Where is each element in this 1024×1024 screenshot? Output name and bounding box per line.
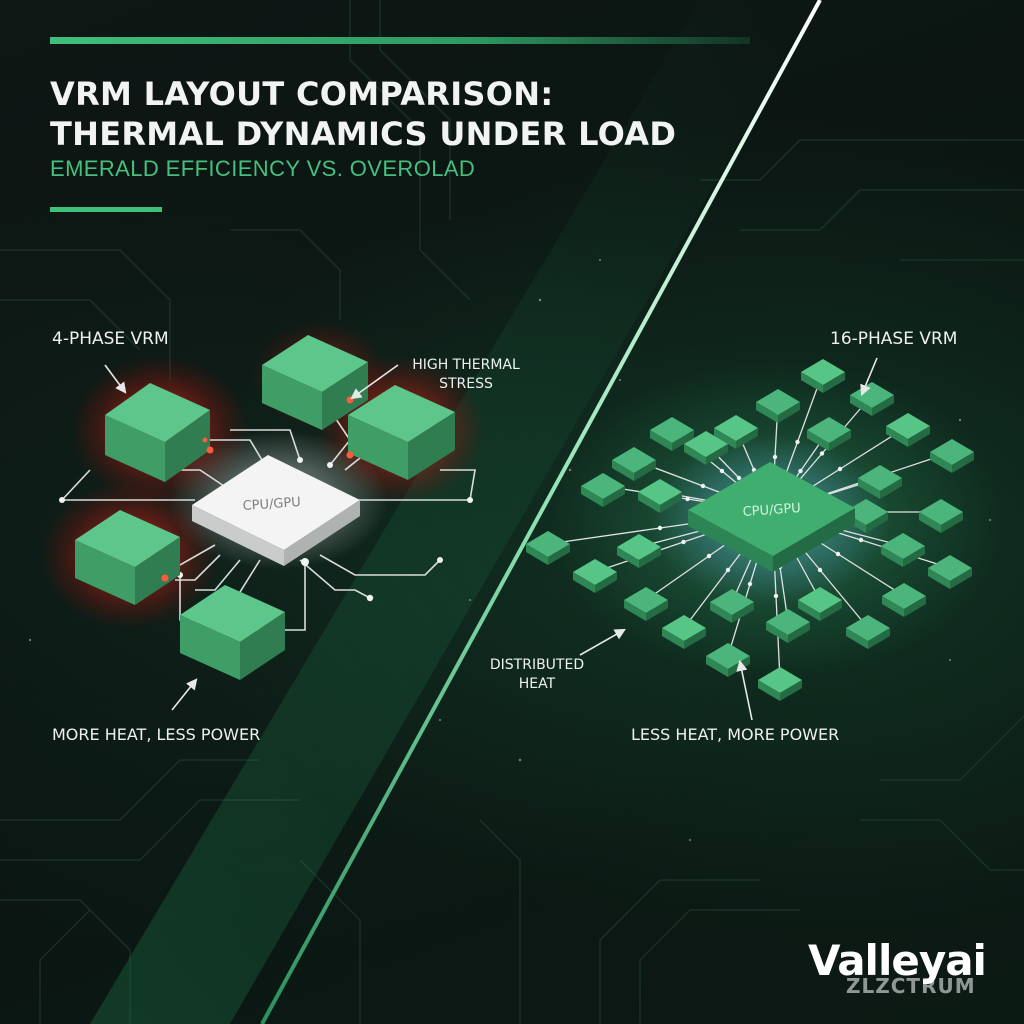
page-title: VRM LAYOUT COMPARISON: THERMAL DYNAMICS …	[50, 74, 730, 154]
vrm-module-right	[886, 413, 930, 447]
trace-node	[681, 539, 686, 545]
brand-subtext: ZLZCTRUM	[846, 974, 976, 998]
trace-node	[700, 483, 706, 489]
arrow-less-heat	[736, 659, 753, 721]
four-phase-vrm-diagram: CPU/GPU	[40, 320, 485, 711]
vrm-module-right	[846, 615, 890, 649]
vrm-module-right	[798, 587, 842, 621]
callout-high-thermal-line-2: STRESS	[439, 376, 493, 392]
callout-distributed-line-1: DISTRIBUTED	[489, 657, 585, 673]
trace-node	[719, 468, 725, 474]
vrm-module-left-5	[180, 585, 285, 680]
trace-node	[706, 553, 712, 559]
trace-node	[858, 537, 864, 543]
vrm-module-right	[617, 534, 661, 568]
vrm-module-right	[624, 587, 668, 621]
arrow-distributed-heat	[579, 628, 626, 656]
vrm-module-left-4	[75, 510, 180, 605]
vrm-module-right	[881, 533, 925, 567]
trace-node	[835, 551, 841, 557]
vrm-module-right	[662, 615, 706, 649]
vrm-module-right	[758, 667, 802, 701]
left-hotspots	[161, 396, 354, 582]
trace-node	[747, 581, 753, 587]
trace-node	[819, 451, 825, 456]
trace-node	[795, 439, 800, 445]
trace-node	[798, 468, 803, 474]
label-16-phase-vrm: 16-PHASE VRM	[830, 329, 958, 349]
vrm-module-right	[919, 499, 963, 533]
vrm-module-right	[710, 589, 754, 623]
vrm-module-right	[650, 417, 694, 451]
vrm-module-left-3	[348, 385, 455, 480]
right-vrm-modules	[526, 359, 974, 701]
vrm-module-right	[638, 479, 682, 513]
diagonal-glow-band	[90, 0, 820, 1024]
vrm-module-right	[612, 447, 656, 481]
vrm-module-right	[882, 583, 926, 617]
callout-distributed-line-2: HEAT	[518, 676, 556, 692]
chip-label-left: CPU/GPU	[242, 495, 301, 514]
trace-node	[773, 593, 779, 599]
trace-node	[657, 525, 663, 531]
callout-high-thermal-line-1: HIGH THERMAL	[412, 357, 520, 373]
brand-logo: Valleyai	[808, 936, 987, 985]
header-accent-bar	[50, 37, 750, 44]
arrow-16-phase-label	[860, 357, 878, 397]
trace-node	[685, 496, 690, 502]
trace-node	[725, 567, 731, 573]
cpu-gpu-chip-left	[192, 455, 360, 566]
footer-left: MORE HEAT, LESS POWER	[52, 725, 261, 744]
page-subtitle: EMERALD EFFICIENCY VS. OVEROLAD	[50, 156, 476, 181]
callout-distributed-heat: DISTRIBUTED HEAT	[485, 656, 589, 694]
arrow-more-heat	[171, 678, 198, 711]
vrm-module-left-1	[105, 383, 210, 482]
arrow-high-thermal-stress	[350, 364, 399, 400]
vrm-module-left-2	[262, 335, 368, 430]
trace-node	[817, 567, 823, 573]
trace-node	[837, 466, 843, 472]
vrm-module-right	[807, 417, 851, 451]
label-4-phase-vrm: 4-PHASE VRM	[52, 329, 169, 349]
vrm-module-right	[756, 389, 800, 423]
title-line-1: VRM LAYOUT COMPARISON:	[50, 75, 554, 113]
subtitle-accent-bar	[50, 207, 162, 212]
chip-label-right: CPU/GPU	[742, 501, 801, 520]
vrm-module-right	[684, 431, 728, 465]
arrow-4-phase-label	[104, 364, 127, 394]
vrm-module-right	[930, 439, 974, 473]
sixteen-phase-vrm-diagram: CPU/GPU	[526, 357, 1005, 721]
vrm-module-right	[714, 415, 758, 449]
trace-node	[736, 475, 742, 481]
footer-right: LESS HEAT, MORE POWER	[631, 725, 840, 744]
panel-divider	[260, 0, 822, 1024]
title-line-2: THERMAL DYNAMICS UNDER LOAD	[50, 115, 677, 153]
callout-high-thermal-stress: HIGH THERMAL STRESS	[402, 356, 530, 394]
vrm-module-right	[573, 559, 617, 593]
vrm-module-right	[858, 465, 902, 499]
trace-node	[772, 454, 778, 460]
vrm-module-right	[928, 555, 972, 589]
cpu-gpu-chip-right	[688, 462, 855, 572]
sparkle-dots	[28, 259, 991, 841]
vrm-module-right	[766, 609, 810, 643]
vrm-module-right	[801, 359, 845, 393]
vrm-module-right	[581, 473, 625, 507]
vrm-module-right	[526, 531, 570, 565]
